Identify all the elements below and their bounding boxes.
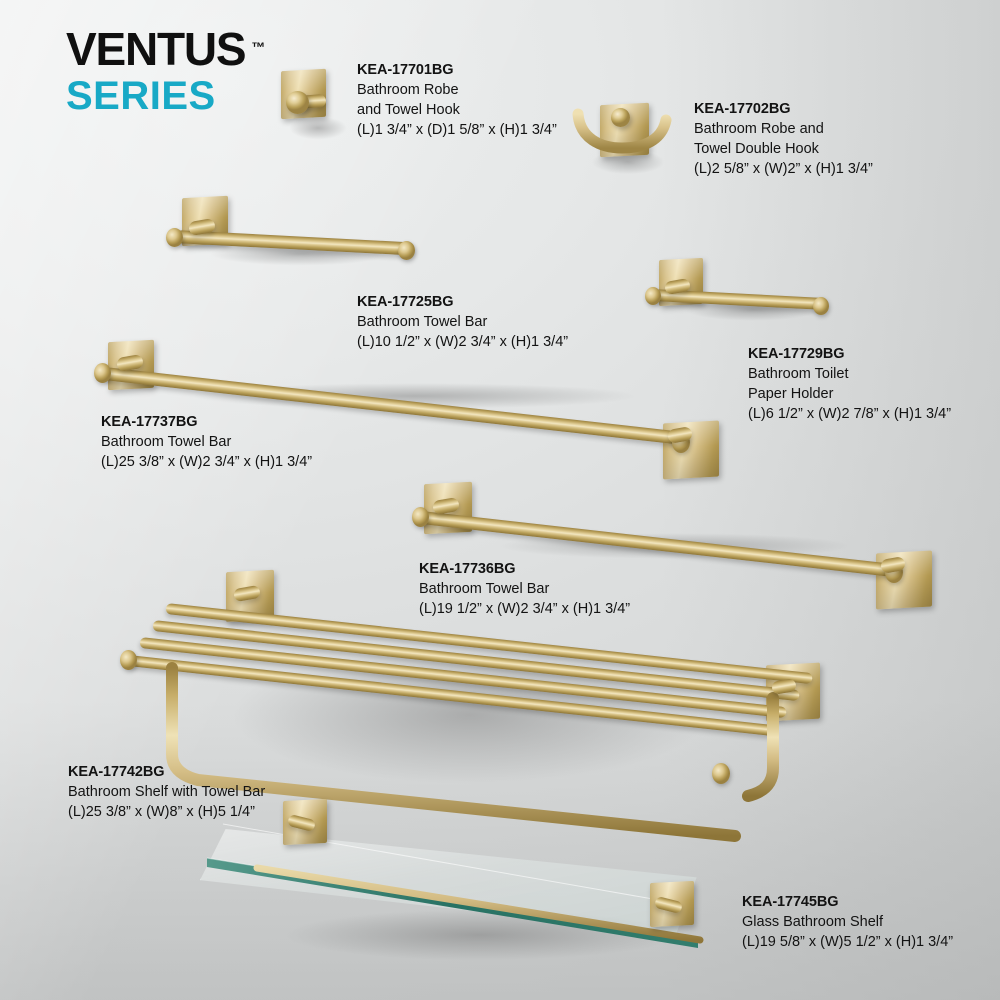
product-label-KEA-17737BG: KEA-17737BG Bathroom Towel Bar (L)25 3/8… (101, 412, 312, 472)
double-hook-arc (572, 108, 672, 154)
product-name-line: and Towel Hook (357, 102, 460, 118)
product-name-line: Bathroom Towel Bar (357, 314, 488, 330)
product-dimensions: (L)19 1/2” x (W)2 3/4” x (H)1 3/4” (419, 601, 631, 617)
product-label-KEA-17736BG: KEA-17736BG Bathroom Towel Bar (L)19 1/2… (419, 559, 630, 619)
product-sku: KEA-17737BG (101, 414, 198, 430)
product-label-KEA-17745BG: KEA-17745BG Glass Bathroom Shelf (L)19 5… (742, 892, 953, 952)
product-name-line: Paper Holder (748, 386, 834, 402)
product-sku: KEA-17745BG (742, 894, 839, 910)
shelf-lower-bar-frame (166, 662, 779, 842)
double-hook-center-knob (611, 108, 630, 127)
product-dimensions: (L)6 1/2” x (W)2 7/8” x (H)1 3/4” (748, 406, 952, 422)
product-dimensions: (L)10 1/2” x (W)2 3/4” x (H)1 3/4” (357, 334, 569, 350)
towel-bar-small-end-cap-right (398, 241, 415, 260)
product-name-line: Glass Bathroom Shelf (742, 914, 884, 930)
brand-name: VENTUS ™ (66, 23, 265, 75)
product-name-line: Towel Double Hook (694, 141, 819, 157)
product-name-line: Bathroom Towel Bar (101, 434, 232, 450)
product-dimensions: (L)2 5/8” x (W)2” x (H)1 3/4” (694, 161, 873, 177)
brand-name-text: VENTUS (66, 23, 247, 75)
product-name-line: Bathroom Toilet (748, 366, 849, 382)
product-name-line: Bathroom Robe (357, 82, 459, 98)
product-dimensions: (L)19 5/8” x (W)5 1/2” x (H)1 3/4” (742, 934, 954, 950)
brand-logo: VENTUS ™ SERIES (66, 23, 265, 118)
product-sku: KEA-17725BG (357, 294, 454, 310)
hook-knob (286, 91, 309, 114)
towel-bar-medium-end-cap-left (412, 507, 429, 527)
product-label-KEA-17702BG: KEA-17702BG Bathroom Robe and Towel Doub… (694, 99, 873, 179)
product-label-KEA-17742BG: KEA-17742BG Bathroom Shelf with Towel Ba… (68, 762, 265, 822)
towel-bar-large-end-cap-left (94, 363, 111, 383)
product-sku: KEA-17701BG (357, 62, 454, 78)
shelf-rail-end-cap-right (712, 763, 730, 784)
product-name-line: Bathroom Robe and (694, 121, 824, 137)
product-label-KEA-17729BG: KEA-17729BG Bathroom Toilet Paper Holder… (748, 344, 951, 424)
product-sku: KEA-17729BG (748, 346, 845, 362)
brand-series: SERIES (66, 74, 216, 118)
trademark-symbol: ™ (251, 39, 266, 55)
tp-holder-end-cap-left (645, 287, 661, 305)
shelf-rail-end-cap-left (120, 650, 137, 670)
product-label-KEA-17725BG: KEA-17725BG Bathroom Towel Bar (L)10 1/2… (357, 292, 568, 352)
product-name-line: Bathroom Shelf with Towel Bar (68, 784, 266, 800)
product-sku: KEA-17742BG (68, 764, 165, 780)
product-name-line: Bathroom Towel Bar (419, 581, 550, 597)
glass-shelf-edge (206, 823, 705, 959)
towel-bar-small-rod (174, 230, 416, 256)
product-label-KEA-17701BG: KEA-17701BG Bathroom Robe and Towel Hook… (357, 60, 557, 140)
product-sku: KEA-17702BG (694, 101, 791, 117)
product-dimensions: (L)25 3/8” x (W)2 3/4” x (H)1 3/4” (101, 454, 313, 470)
product-dimensions: (L)1 3/4” x (D)1 5/8” x (H)1 3/4” (357, 122, 557, 138)
product-dimensions: (L)25 3/8” x (W)8” x (H)5 1/4” (68, 804, 255, 820)
towel-bar-small-end-cap-left (166, 228, 183, 247)
tp-holder-end-cap-right (813, 297, 829, 315)
product-sku: KEA-17736BG (419, 561, 516, 577)
